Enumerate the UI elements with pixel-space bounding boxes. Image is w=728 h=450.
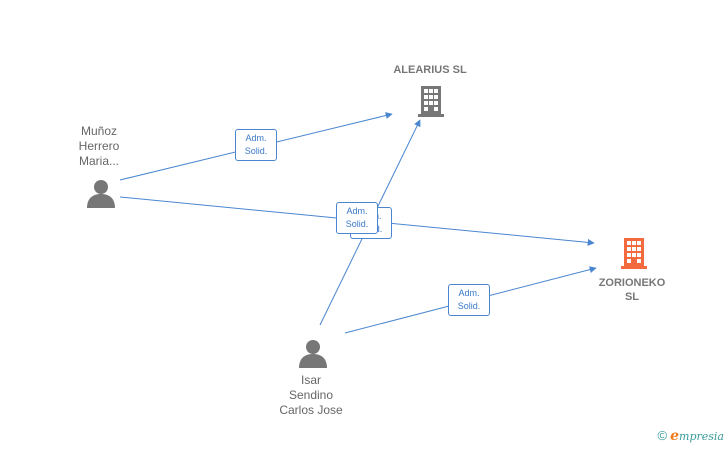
edge-label-line: Solid.: [457, 301, 481, 311]
copyright-symbol: ©: [657, 428, 668, 443]
person-name-line: Maria...: [78, 154, 119, 168]
edge-label-badge[interactable]: Adm. Solid.: [336, 202, 378, 234]
company-name-line: SL: [624, 291, 640, 303]
person-icon[interactable]: [298, 338, 328, 368]
edge-label-line: Solid.: [345, 219, 369, 229]
edge-label-line: Adm.: [346, 206, 368, 216]
person-name-line: Carlos Jose: [279, 403, 343, 417]
edge-label-badge[interactable]: Adm. Solid.: [235, 129, 277, 161]
building-icon[interactable]: [416, 84, 446, 118]
person-name-line: Muñoz: [80, 124, 118, 138]
edge-label-badge[interactable]: Adm. Solid.: [448, 284, 490, 316]
company-label-alearius[interactable]: ALEARIUS SL: [393, 64, 467, 76]
company-name-line: ZORIONEKO: [598, 277, 666, 289]
person-name-line: Herrero: [78, 139, 120, 153]
person-label-munoz[interactable]: Muñoz Herrero Maria...: [54, 124, 144, 169]
edge-label-line: Solid.: [244, 146, 268, 156]
company-label-zorioneko[interactable]: ZORIONEKO SL: [580, 276, 684, 304]
person-icon[interactable]: [86, 178, 116, 208]
brand-initial: e: [670, 428, 680, 444]
brand-watermark: ©empresia: [658, 428, 724, 444]
edge-label-line: Adm.: [245, 133, 267, 143]
person-label-isar[interactable]: Isar Sendino Carlos Jose: [266, 373, 356, 418]
building-icon[interactable]: [619, 236, 649, 270]
brand-name: mpresia: [679, 430, 724, 443]
person-name-line: Isar: [300, 373, 321, 387]
edge-label-line: Adm.: [458, 288, 480, 298]
person-name-line: Sendino: [288, 388, 334, 402]
